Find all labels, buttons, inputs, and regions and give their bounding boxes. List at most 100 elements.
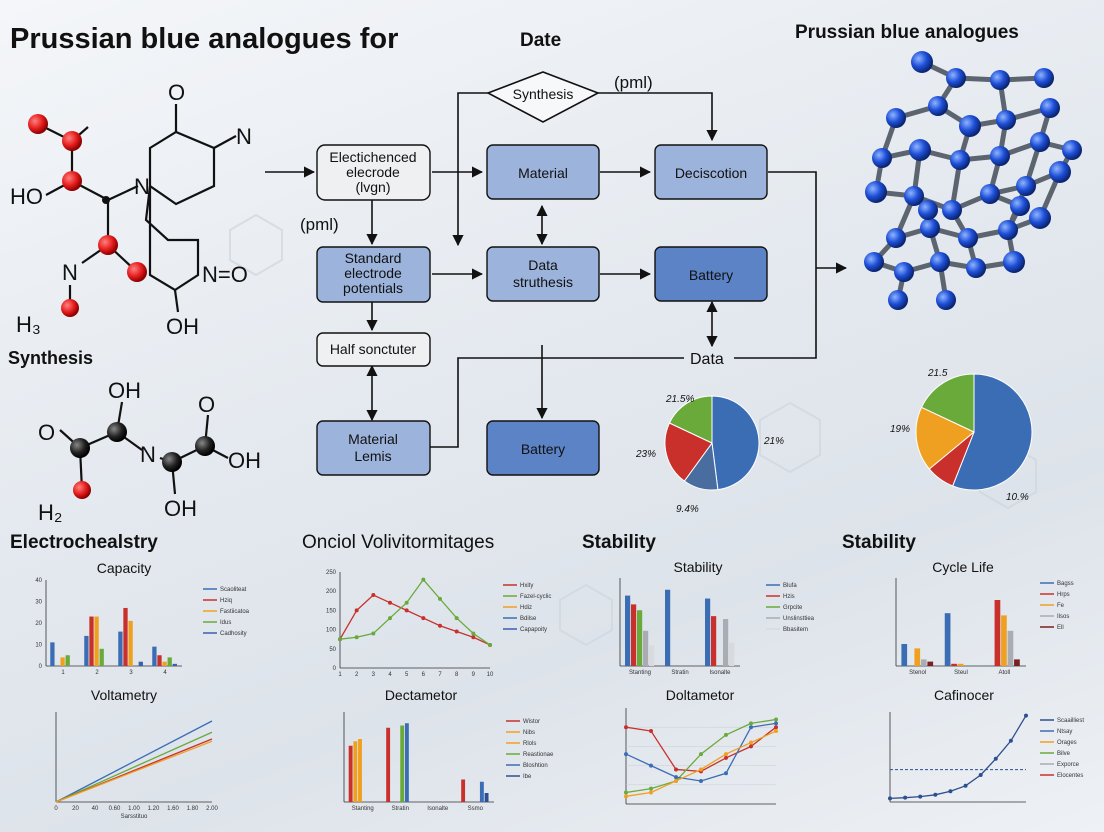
pie-label: 10.%: [1006, 492, 1029, 503]
y-tick-label: 0: [39, 664, 43, 670]
bar: [994, 600, 1001, 666]
data-point: [774, 729, 778, 734]
data-point: [649, 729, 653, 734]
data-point: [978, 773, 983, 777]
data-point: [404, 600, 409, 605]
bar: [348, 745, 353, 802]
bar: [484, 793, 489, 802]
molecule-atom: [930, 252, 950, 272]
y-tick-label: 40: [35, 578, 42, 584]
molecule-atom: [950, 150, 970, 170]
molecule-atom: [998, 220, 1018, 240]
bar: [118, 631, 123, 666]
molecule-atom: [1010, 196, 1030, 216]
molecule-atom: [864, 252, 884, 272]
data-point: [388, 616, 392, 621]
chart-title: Cafinocer: [934, 687, 994, 703]
pie-slice: [951, 373, 1033, 491]
bar: [94, 616, 99, 666]
legend-label: Blufa: [783, 583, 797, 589]
data-point: [371, 631, 376, 636]
x-tick-label: Steul: [954, 670, 968, 676]
svg-text:Synthesis: Synthesis: [513, 86, 574, 102]
x-tick-label: 1.00: [128, 806, 140, 812]
bar: [84, 635, 89, 666]
y-tick-label: 100: [326, 628, 337, 634]
legend-label: Fazel-cyclic: [520, 594, 551, 600]
bar: [99, 648, 104, 666]
bar: [138, 661, 143, 666]
chart-title: Cycle Life: [932, 559, 994, 575]
data-point: [1024, 713, 1028, 718]
bar: [901, 644, 908, 666]
pml-top-label: (pml): [614, 73, 653, 92]
series-line: [339, 578, 491, 646]
legend-label: Bbasitem: [783, 627, 808, 633]
y-tick-label: 0: [333, 666, 337, 672]
pie-label: 23%: [635, 449, 656, 460]
x-tick-label: 20: [72, 806, 79, 812]
main-title: Prussian blue analogues for: [10, 23, 398, 55]
bar: [128, 620, 133, 666]
y-tick-label: 250: [326, 570, 337, 576]
molecule-atom: [920, 218, 940, 238]
data-point: [724, 755, 728, 760]
legend-label: Hrps: [1057, 592, 1070, 598]
x-tick-label: Stanting: [629, 670, 651, 676]
x-tick-label: 2.00: [206, 806, 218, 812]
data-point: [963, 783, 968, 788]
molecule-atom: [894, 262, 914, 282]
data-point: [1008, 738, 1013, 743]
legend-label: Nibs: [523, 730, 535, 736]
data-point: [774, 725, 778, 730]
y-tick-label: 150: [326, 608, 337, 614]
y-tick-label: 30: [35, 600, 42, 606]
legend-label: Ntsay: [1057, 729, 1072, 735]
molecule-atom: [990, 146, 1010, 166]
data-point: [948, 789, 953, 794]
molecule-atom: [909, 139, 931, 161]
x-tick-label: 6: [422, 672, 426, 678]
data-point: [724, 752, 728, 757]
pie-slice: [711, 395, 760, 491]
molecule-atom: [1003, 251, 1025, 273]
bar: [353, 741, 358, 802]
x-tick-label: Stratin: [671, 670, 688, 676]
header-electrochealstry: Electrochealstry: [10, 532, 158, 553]
legend-label: Bdilse: [520, 616, 537, 622]
x-tick-label: 4: [388, 672, 392, 678]
data-point: [993, 756, 998, 761]
bar: [705, 598, 711, 666]
molecule-atom: [886, 108, 906, 128]
molecule-atom: [958, 228, 978, 248]
data-point: [624, 752, 628, 757]
legend-label: Scaailliest: [1057, 718, 1084, 724]
x-tick-label: 8: [455, 672, 459, 678]
prussian-blue-molecule: [864, 51, 1082, 310]
data-point: [724, 771, 728, 776]
bar: [162, 661, 167, 666]
date-label: Date: [520, 30, 561, 51]
flow-node-material: Material: [486, 144, 600, 200]
bar: [167, 657, 172, 666]
molecule-atom: [966, 258, 986, 278]
synthesis-label: Synthesis: [8, 348, 93, 368]
pie-label: 21.5%: [665, 394, 694, 405]
x-tick-label: 1.80: [187, 806, 199, 812]
atom-oh-bottom: OH: [166, 314, 199, 339]
legend-label: Orages: [1057, 740, 1077, 746]
legend-label: Rlols: [523, 741, 536, 747]
flow-node-electrode: Electichenced elecrode (lvgn): [316, 144, 431, 201]
legend-label: Hzis: [783, 594, 795, 600]
molecule-atom: [1062, 140, 1082, 160]
y-tick-label: 20: [35, 621, 42, 627]
bar: [920, 659, 927, 666]
svg-text:Electichenced: Electichenced: [329, 149, 416, 165]
x-tick-label: 10: [487, 672, 494, 678]
data-point: [749, 725, 753, 730]
flow-node-battery-1: Battery: [654, 246, 768, 302]
svg-text:Material: Material: [348, 431, 398, 447]
